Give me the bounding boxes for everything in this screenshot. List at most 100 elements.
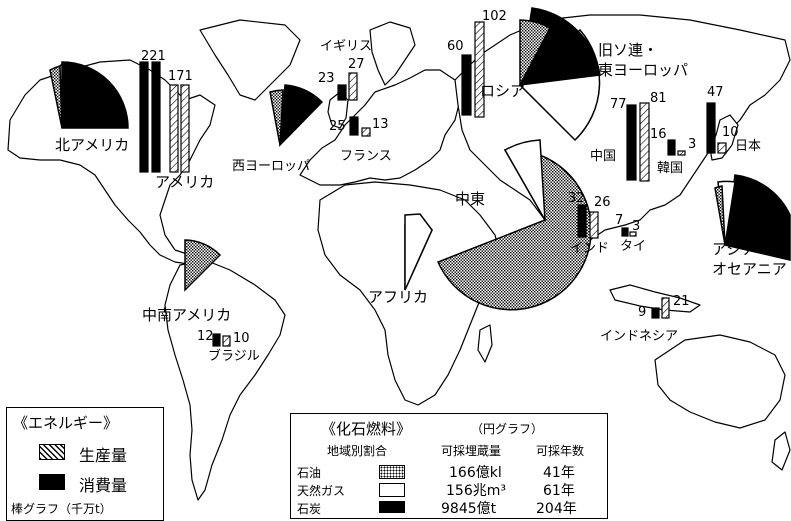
bar-korea-consumption: [667, 139, 676, 156]
bar-usa-consumption: [139, 61, 149, 173]
label-latin-america: 中南アメリカ: [142, 306, 232, 324]
label-western-europe: 西ヨーロッパ: [232, 159, 311, 174]
scandinavia-landmass: [369, 21, 416, 86]
fossil-col-share: 地域別割合: [327, 444, 388, 458]
pie-latin-america-oil: [184, 239, 222, 292]
value-russia-consumption: 60: [447, 39, 464, 54]
fossil-row-coal-years: 204年: [536, 501, 577, 517]
consumption-swatch: [39, 474, 65, 490]
bar-china-production: [639, 102, 650, 182]
value-indonesia-consumption: 9: [638, 305, 647, 320]
bar-indonesia-production: [661, 297, 670, 319]
value-uk-production: 27: [348, 57, 365, 72]
fossil-row-gas-name: 天然ガス: [297, 484, 346, 498]
indonesia-landmass: [609, 284, 701, 313]
gas-swatch: [379, 483, 405, 497]
value-india-production: 26: [594, 195, 611, 210]
bar-russia-production: [474, 21, 485, 118]
fossil-legend: 《化石燃料》 （円グラフ） 地域別割合 可採埋蔵量 可採年数 石油 166億kl…: [290, 413, 608, 519]
south-america-landmass: [164, 259, 286, 501]
pie-asia-oceania-oil: [714, 185, 726, 246]
energy-legend: 《エネルギー》 生産量 消費量 棒グラフ（千万t）: [6, 407, 164, 521]
bar-usa-production-2: [180, 84, 190, 173]
pie-middle-east-gas: [503, 139, 546, 221]
label-asia-oceania: アジア・オセアニア: [712, 240, 787, 278]
bar-uk-production: [348, 72, 358, 101]
value-usa-production: 171: [168, 69, 193, 84]
value-france-consumption: 25: [329, 119, 346, 134]
new-zealand-landmass: [771, 431, 791, 471]
value-thailand-consumption: 7: [615, 213, 624, 228]
fossil-row-gas-reserves: 156兆m³: [446, 483, 506, 499]
value-uk-consumption: 23: [318, 71, 335, 86]
label-north-america: 北アメリカ: [55, 136, 130, 154]
fossil-row-oil-reserves: 166億kl: [449, 465, 502, 481]
production-swatch: [39, 444, 65, 460]
value-brazil-production: 10: [233, 331, 250, 346]
value-thailand-production: 3: [632, 219, 641, 234]
value-russia-production: 102: [482, 9, 507, 24]
value-brazil-consumption: 12: [197, 329, 214, 344]
energy-legend-title: 《エネルギー》: [13, 414, 119, 432]
bar-usa-production: [169, 84, 179, 173]
label-ussr: 旧ソ連・東ヨーロッパ: [598, 41, 689, 80]
pie-asia-oceania-coal: [724, 174, 791, 261]
greenland-landmass: [199, 19, 301, 101]
fossil-row-oil-years: 41年: [543, 465, 575, 481]
label-china: 中国: [590, 149, 617, 164]
energy-legend-unit: 棒グラフ（千万t）: [11, 502, 112, 516]
pie-north-america-coal: [61, 61, 129, 129]
bar-korea-production: [677, 150, 686, 156]
bar-japan-consumption: [706, 102, 716, 154]
energy-legend-consumption: 消費量: [79, 476, 128, 495]
africa-landmass: [317, 181, 501, 406]
oil-swatch: [379, 465, 405, 479]
bar-thailand-production: [629, 231, 637, 237]
energy-legend-production: 生産量: [79, 446, 128, 465]
bar-indonesia-consumption: [651, 307, 660, 319]
label-thailand: タイ: [620, 239, 647, 254]
pie-western-europe-coal: [279, 84, 324, 148]
bar-india-consumption: [577, 204, 587, 238]
value-china-consumption: 77: [610, 97, 627, 112]
value-india-consumption: 32: [568, 191, 585, 206]
bar-uk-consumption: [337, 84, 347, 101]
value-france-production: 13: [372, 117, 389, 132]
coal-swatch: [379, 501, 405, 513]
bar-japan-production: [717, 142, 727, 154]
bar-brazil-consumption: [212, 333, 221, 347]
bar-france-production: [361, 127, 371, 137]
label-india: インド: [570, 241, 610, 256]
fossil-col-reserves: 可採埋蔵量: [441, 444, 502, 458]
value-korea-consumption: 16: [650, 127, 667, 142]
pie-africa-gas: [404, 213, 433, 291]
fossil-legend-subtitle: （円グラフ）: [471, 422, 544, 436]
bar-india-production: [589, 211, 599, 239]
value-usa-consumption: 221: [141, 49, 166, 64]
fossil-col-years: 可採年数: [536, 444, 585, 458]
bar-brazil-production: [222, 335, 231, 347]
label-indonesia: インドネシア: [600, 329, 679, 344]
pie-ussr-oil: [519, 19, 552, 86]
fossil-legend-title: 《化石燃料》: [321, 420, 412, 438]
label-middle-east: 中東: [455, 190, 486, 208]
bar-china-consumption: [626, 104, 637, 181]
label-usa: アメリカ: [155, 173, 215, 191]
label-korea: 韓国: [657, 161, 684, 176]
australia-landmass: [654, 334, 786, 429]
bar-charts: [139, 21, 727, 347]
fossil-row-gas-years: 61年: [543, 483, 575, 499]
label-africa: アフリカ: [368, 288, 429, 306]
bar-russia-consumption: [461, 54, 472, 116]
pie-western-europe-oil: [269, 89, 284, 146]
value-indonesia-production: 21: [673, 294, 690, 309]
madagascar-landmass: [477, 324, 493, 363]
label-uk: イギリス: [320, 39, 373, 54]
label-russia: ロシア: [480, 82, 526, 100]
pie-middle-east-oil: [436, 149, 592, 311]
fossil-row-coal-name: 石炭: [297, 502, 322, 516]
fossil-row-oil-name: 石油: [297, 466, 322, 480]
pie-charts: [49, 7, 791, 311]
label-brazil: ブラジル: [208, 349, 260, 364]
